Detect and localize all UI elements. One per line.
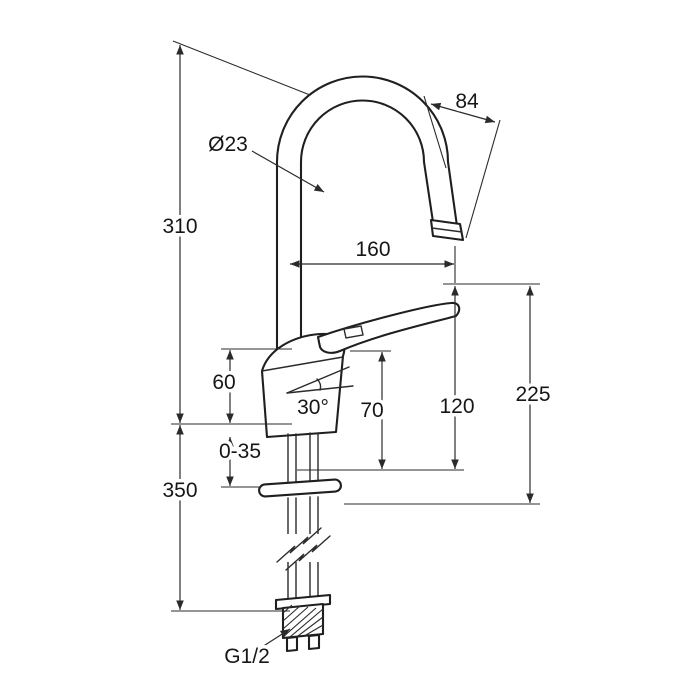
- label-total-height: 310: [162, 215, 197, 238]
- aerator-line: [431, 227, 463, 233]
- dim-spout-offset: [430, 102, 496, 124]
- label-deck-thickness: 0-35: [219, 440, 261, 463]
- handle-outline: [316, 301, 461, 354]
- label-spout-diameter: Ø23: [208, 133, 248, 156]
- spout-outer-edge: [275, 75, 459, 354]
- leader-thread: [261, 628, 291, 648]
- ext-spout-offset-b: [465, 119, 501, 239]
- dimension-lines: [176, 45, 534, 648]
- spout-gooseneck: [275, 75, 465, 354]
- lever-handle: [316, 301, 461, 354]
- break-zigzag-lower: [285, 535, 331, 571]
- ext-spout-top: [172, 40, 311, 96]
- break-zigzag-upper: [276, 527, 322, 563]
- mounting-flange: [274, 593, 332, 611]
- label-height-70: 70: [360, 399, 383, 422]
- label-spout-reach: 160: [355, 238, 390, 261]
- hose-tail-right: [307, 633, 321, 651]
- label-height-225: 225: [515, 383, 550, 406]
- handle-angle-marks: [286, 366, 354, 394]
- threaded-tail-assembly: [274, 593, 332, 653]
- label-spout-offset: 84: [455, 90, 479, 113]
- extension-lines: [171, 40, 540, 612]
- supply-hoses: [274, 496, 332, 601]
- leader-spout-diameter: [251, 150, 325, 193]
- mounting-shank: [258, 432, 342, 498]
- dimension-labels: 84 Ø23 310 160 60 30° 70 120 225 0-35 35…: [159, 87, 554, 672]
- label-thread-size: G1/2: [224, 645, 270, 668]
- body-seam-line: [261, 356, 344, 372]
- hose-tail-left: [285, 635, 299, 653]
- label-hose-length: 350: [162, 479, 197, 502]
- label-handle-angle: 30°: [297, 396, 329, 419]
- label-body-height: 60: [212, 371, 235, 394]
- angle-arc: [316, 378, 322, 391]
- label-height-120: 120: [439, 395, 474, 418]
- ext-spout-offset-a: [423, 95, 447, 169]
- handle-joint-detail: [343, 325, 364, 339]
- base-escutcheon-plate: [258, 478, 342, 498]
- spout-inner-edge: [299, 99, 435, 354]
